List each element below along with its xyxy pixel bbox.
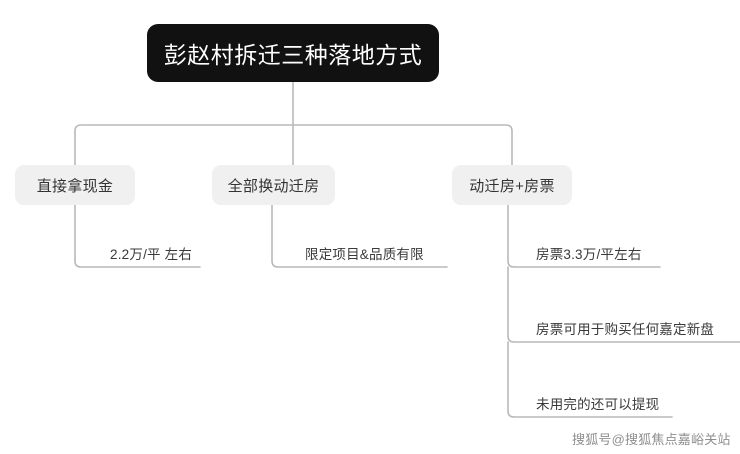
leaf-label: 房票3.3万/平左右 [536, 247, 642, 262]
branch-node-label: 动迁房+房票 [469, 177, 555, 195]
root-node[interactable]: 彭赵村拆迁三种落地方式 [147, 24, 439, 82]
branch-node-relocation-housing[interactable]: 全部换动迁房 [212, 165, 335, 205]
leaf-label: 2.2万/平 左右 [110, 247, 193, 262]
leaf-label: 未用完的还可以提现 [536, 397, 660, 412]
branch-node-housing-plus-voucher[interactable]: 动迁房+房票 [452, 165, 572, 205]
connector-bus-left [74, 124, 294, 166]
connector-bus-right [292, 124, 513, 166]
leaf-label: 限定项目&品质有限 [305, 247, 424, 262]
root-node-label: 彭赵村拆迁三种落地方式 [163, 42, 423, 68]
branch-node-label: 全部换动迁房 [227, 177, 320, 195]
watermark-text: 搜狐号@搜狐焦点嘉峪关站 [572, 432, 731, 447]
leaf-label: 房票可用于购买任何嘉定新盘 [536, 322, 715, 337]
branch-node-label: 直接拿现金 [36, 177, 114, 195]
branch-node-cash[interactable]: 直接拿现金 [15, 165, 135, 205]
